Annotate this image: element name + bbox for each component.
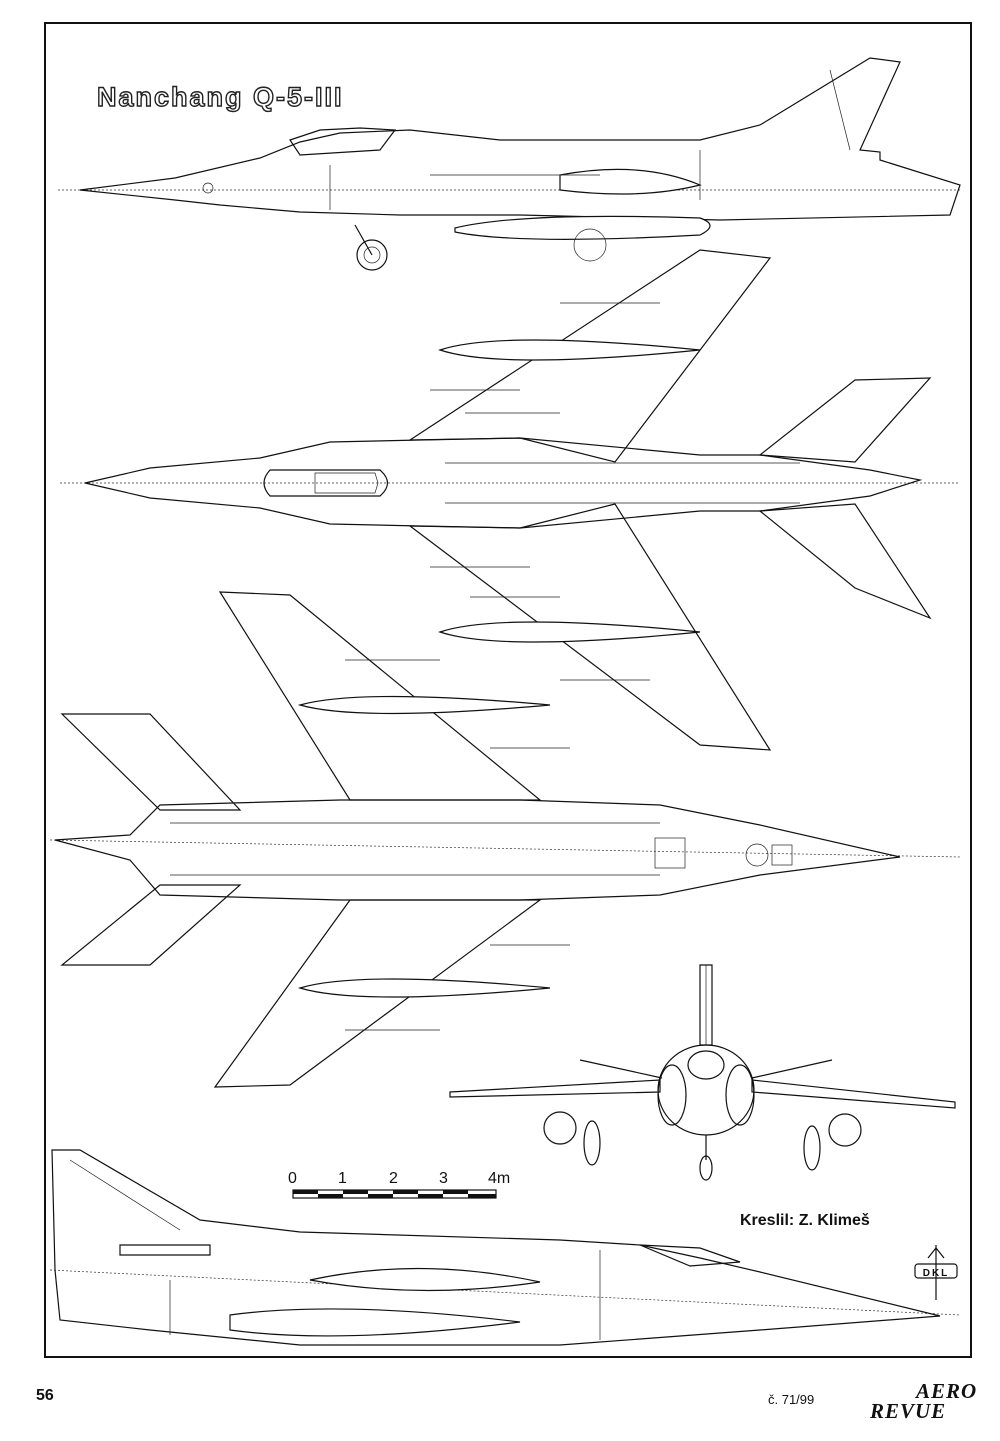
dkl-stamp: DKL [914,1245,958,1300]
bottom-view [49,591,961,1088]
scale-tick-4: 4m [488,1170,510,1187]
front-view [449,964,956,1181]
stamp-text: DKL [923,1268,950,1279]
magazine-logo-line1: AERO [916,1379,978,1403]
page-title: Nanchang Q-5-III [96,81,344,112]
issue-number: č. 71/99 [768,1392,815,1407]
magazine-logo-line2: REVUE [870,1399,947,1423]
scale-tick-2: 2 [389,1170,398,1187]
page-number: 56 [36,1387,54,1404]
scale-bar: 0 1 2 3 4m [288,1170,510,1199]
top-view [60,249,960,751]
scale-tick-3: 3 [439,1170,448,1187]
side-view-top [58,57,961,271]
drawing-credit: Kreslil: Z. Klimeš [740,1212,870,1229]
drawing-frame [44,22,972,1358]
side-view-bottom [49,1149,961,1346]
scale-tick-0: 0 [288,1170,297,1187]
scale-tick-1: 1 [338,1170,347,1187]
